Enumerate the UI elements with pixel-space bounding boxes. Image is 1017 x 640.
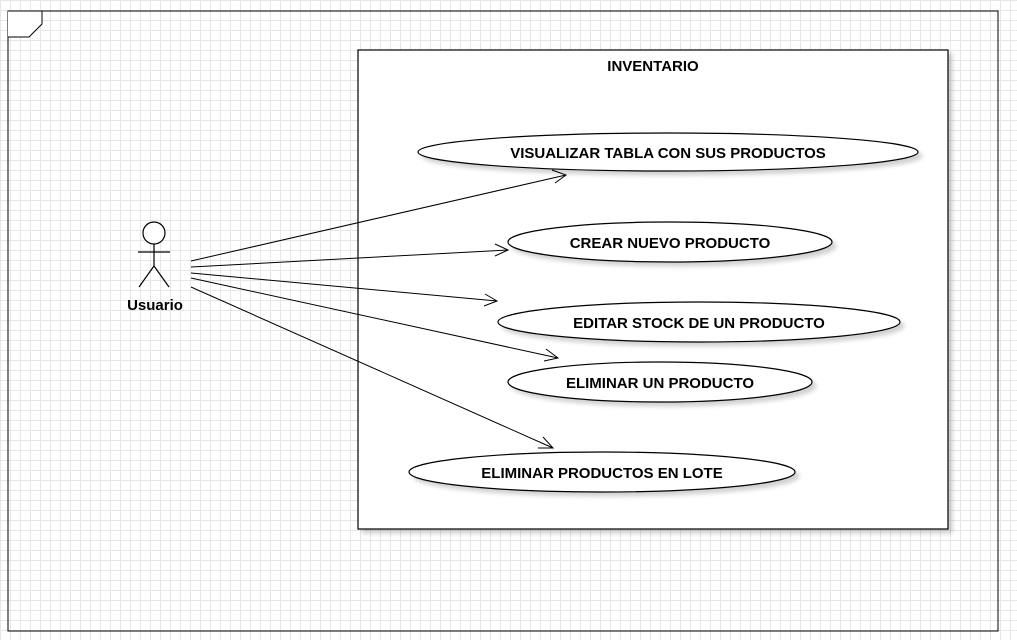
use-case-label: CREAR NUEVO PRODUCTO bbox=[570, 235, 771, 252]
system-boundary[interactable]: INVENTARIO bbox=[357, 49, 949, 530]
use-case-label: ELIMINAR UN PRODUCTO bbox=[566, 375, 754, 392]
actor-label: Usuario bbox=[127, 297, 183, 314]
use-case-eliminar-lote[interactable]: ELIMINAR PRODUCTOS EN LOTE bbox=[408, 451, 796, 493]
association-uc3[interactable] bbox=[190, 272, 499, 307]
use-case-crear-producto[interactable]: CREAR NUEVO PRODUCTO bbox=[507, 221, 833, 263]
association-uc5[interactable] bbox=[190, 286, 555, 449]
associations bbox=[190, 169, 568, 449]
use-case-label: VISUALIZAR TABLA CON SUS PRODUCTOS bbox=[510, 145, 826, 162]
association-uc2[interactable] bbox=[190, 243, 510, 268]
use-case-eliminar-producto[interactable]: ELIMINAR UN PRODUCTO bbox=[507, 361, 813, 403]
stick-figure-icon bbox=[138, 221, 170, 288]
association-uc1[interactable] bbox=[190, 169, 568, 262]
system-title: INVENTARIO bbox=[607, 58, 699, 75]
use-case-visualizar-tabla[interactable]: VISUALIZAR TABLA CON SUS PRODUCTOS bbox=[417, 132, 919, 172]
association-uc4[interactable] bbox=[190, 277, 560, 362]
diagram-frame[interactable] bbox=[7, 10, 999, 632]
use-case-label: EDITAR STOCK DE UN PRODUCTO bbox=[573, 315, 825, 332]
use-case-label: ELIMINAR PRODUCTOS EN LOTE bbox=[481, 465, 722, 482]
actor-usuario[interactable]: Usuario bbox=[127, 221, 183, 314]
use-case-editar-stock[interactable]: EDITAR STOCK DE UN PRODUCTO bbox=[497, 301, 901, 343]
frame-tab bbox=[8, 10, 43, 38]
